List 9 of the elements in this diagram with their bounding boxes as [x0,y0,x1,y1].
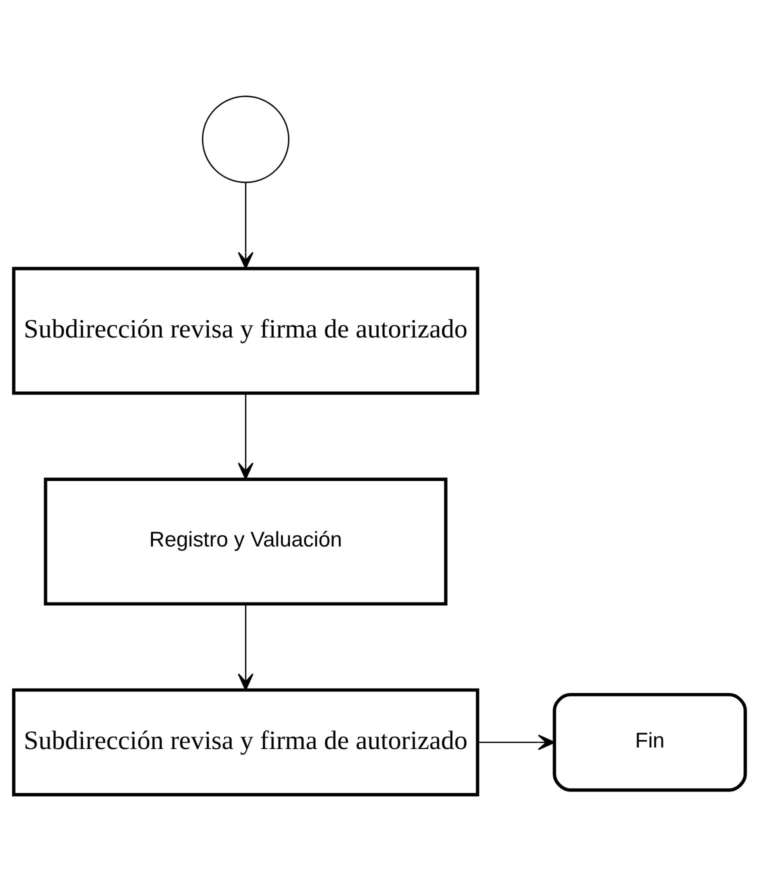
arrow [238,603,254,690]
node-box: Fin [552,692,747,792]
node-circle [202,95,290,183]
arrow [238,393,254,480]
node-box: Subdirección revisa y firma de autorizado [12,266,480,394]
arrow [478,734,556,750]
node-box: Registro y Valuación [44,477,448,606]
arrow [238,182,254,269]
node-box: Subdirección revisa y firma de autorizado [12,688,480,796]
